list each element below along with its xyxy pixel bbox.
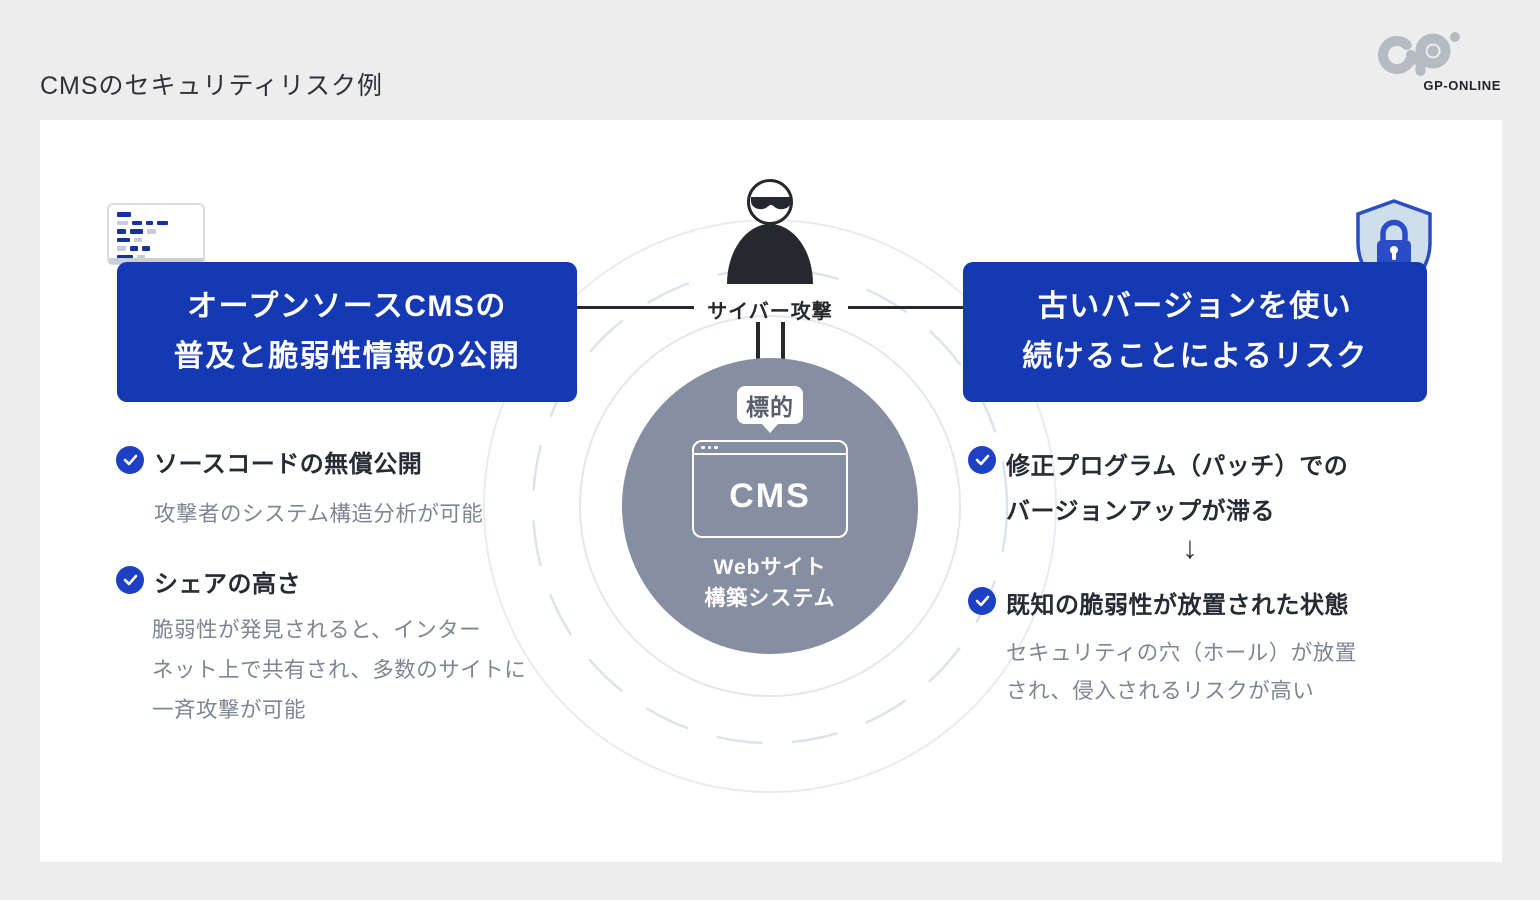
left-item1-title: ソースコードの無償公開 — [154, 451, 423, 478]
attack-line-down-2 — [781, 322, 785, 362]
left-heading-box: オープンソースCMSの 普及と脆弱性情報の公開 — [117, 262, 577, 402]
attack-line-right — [848, 306, 963, 309]
right-item1-title: 修正プログラム（パッチ）での バージョンアップが滞る — [1006, 453, 1349, 525]
attack-line-down-1 — [756, 322, 760, 362]
target-badge: 標的 — [737, 386, 803, 424]
left-heading-line2: 普及と脆弱性情報の公開 — [173, 340, 521, 373]
cyber-attack-label: サイバー攻撃 — [707, 301, 833, 323]
attack-line-left — [577, 306, 694, 309]
cms-label: CMS — [729, 476, 811, 515]
left-heading-line1: オープンソースCMSの — [187, 290, 507, 323]
browser-window-icon: CMS — [692, 440, 848, 538]
check-icon — [116, 446, 144, 474]
check-icon — [968, 446, 996, 474]
gp-online-logo: GP-ONLINE — [1373, 30, 1503, 93]
right-item2-desc: セキュリティの穴（ホール）が放置 され、侵入されるリスクが高い — [1006, 641, 1357, 703]
right-heading-box: 古いバージョンを使い 続けることによるリスク — [963, 262, 1427, 402]
target-caption-line2: 構築システム — [704, 587, 836, 610]
right-heading-line1: 古いバージョンを使い — [1037, 290, 1353, 323]
gp-online-logo-text: GP-ONLINE — [1423, 78, 1501, 93]
right-item2-title: 既知の脆弱性が放置された状態 — [1006, 592, 1349, 619]
gp-logo-icon — [1378, 32, 1460, 76]
left-item2-title: シェアの高さ — [154, 571, 301, 598]
right-heading-line2: 続けることによるリスク — [1022, 340, 1368, 373]
check-icon — [968, 587, 996, 615]
target-caption-line1: Webサイト — [713, 556, 827, 579]
browser-header — [694, 442, 846, 455]
target-caption: Webサイト 構築システム — [622, 552, 918, 614]
down-arrow-icon: ↓ — [1182, 530, 1198, 565]
hacker-face-icon — [747, 179, 793, 225]
page-title: CMSのセキュリティリスク例 — [40, 72, 384, 100]
left-item2-desc: 脆弱性が発見されると、インター ネット上で共有され、多数のサイトに 一斉攻撃が可… — [152, 618, 527, 722]
left-item1-desc: 攻撃者のシステム構造分析が可能 — [154, 502, 484, 526]
check-icon — [116, 566, 144, 594]
